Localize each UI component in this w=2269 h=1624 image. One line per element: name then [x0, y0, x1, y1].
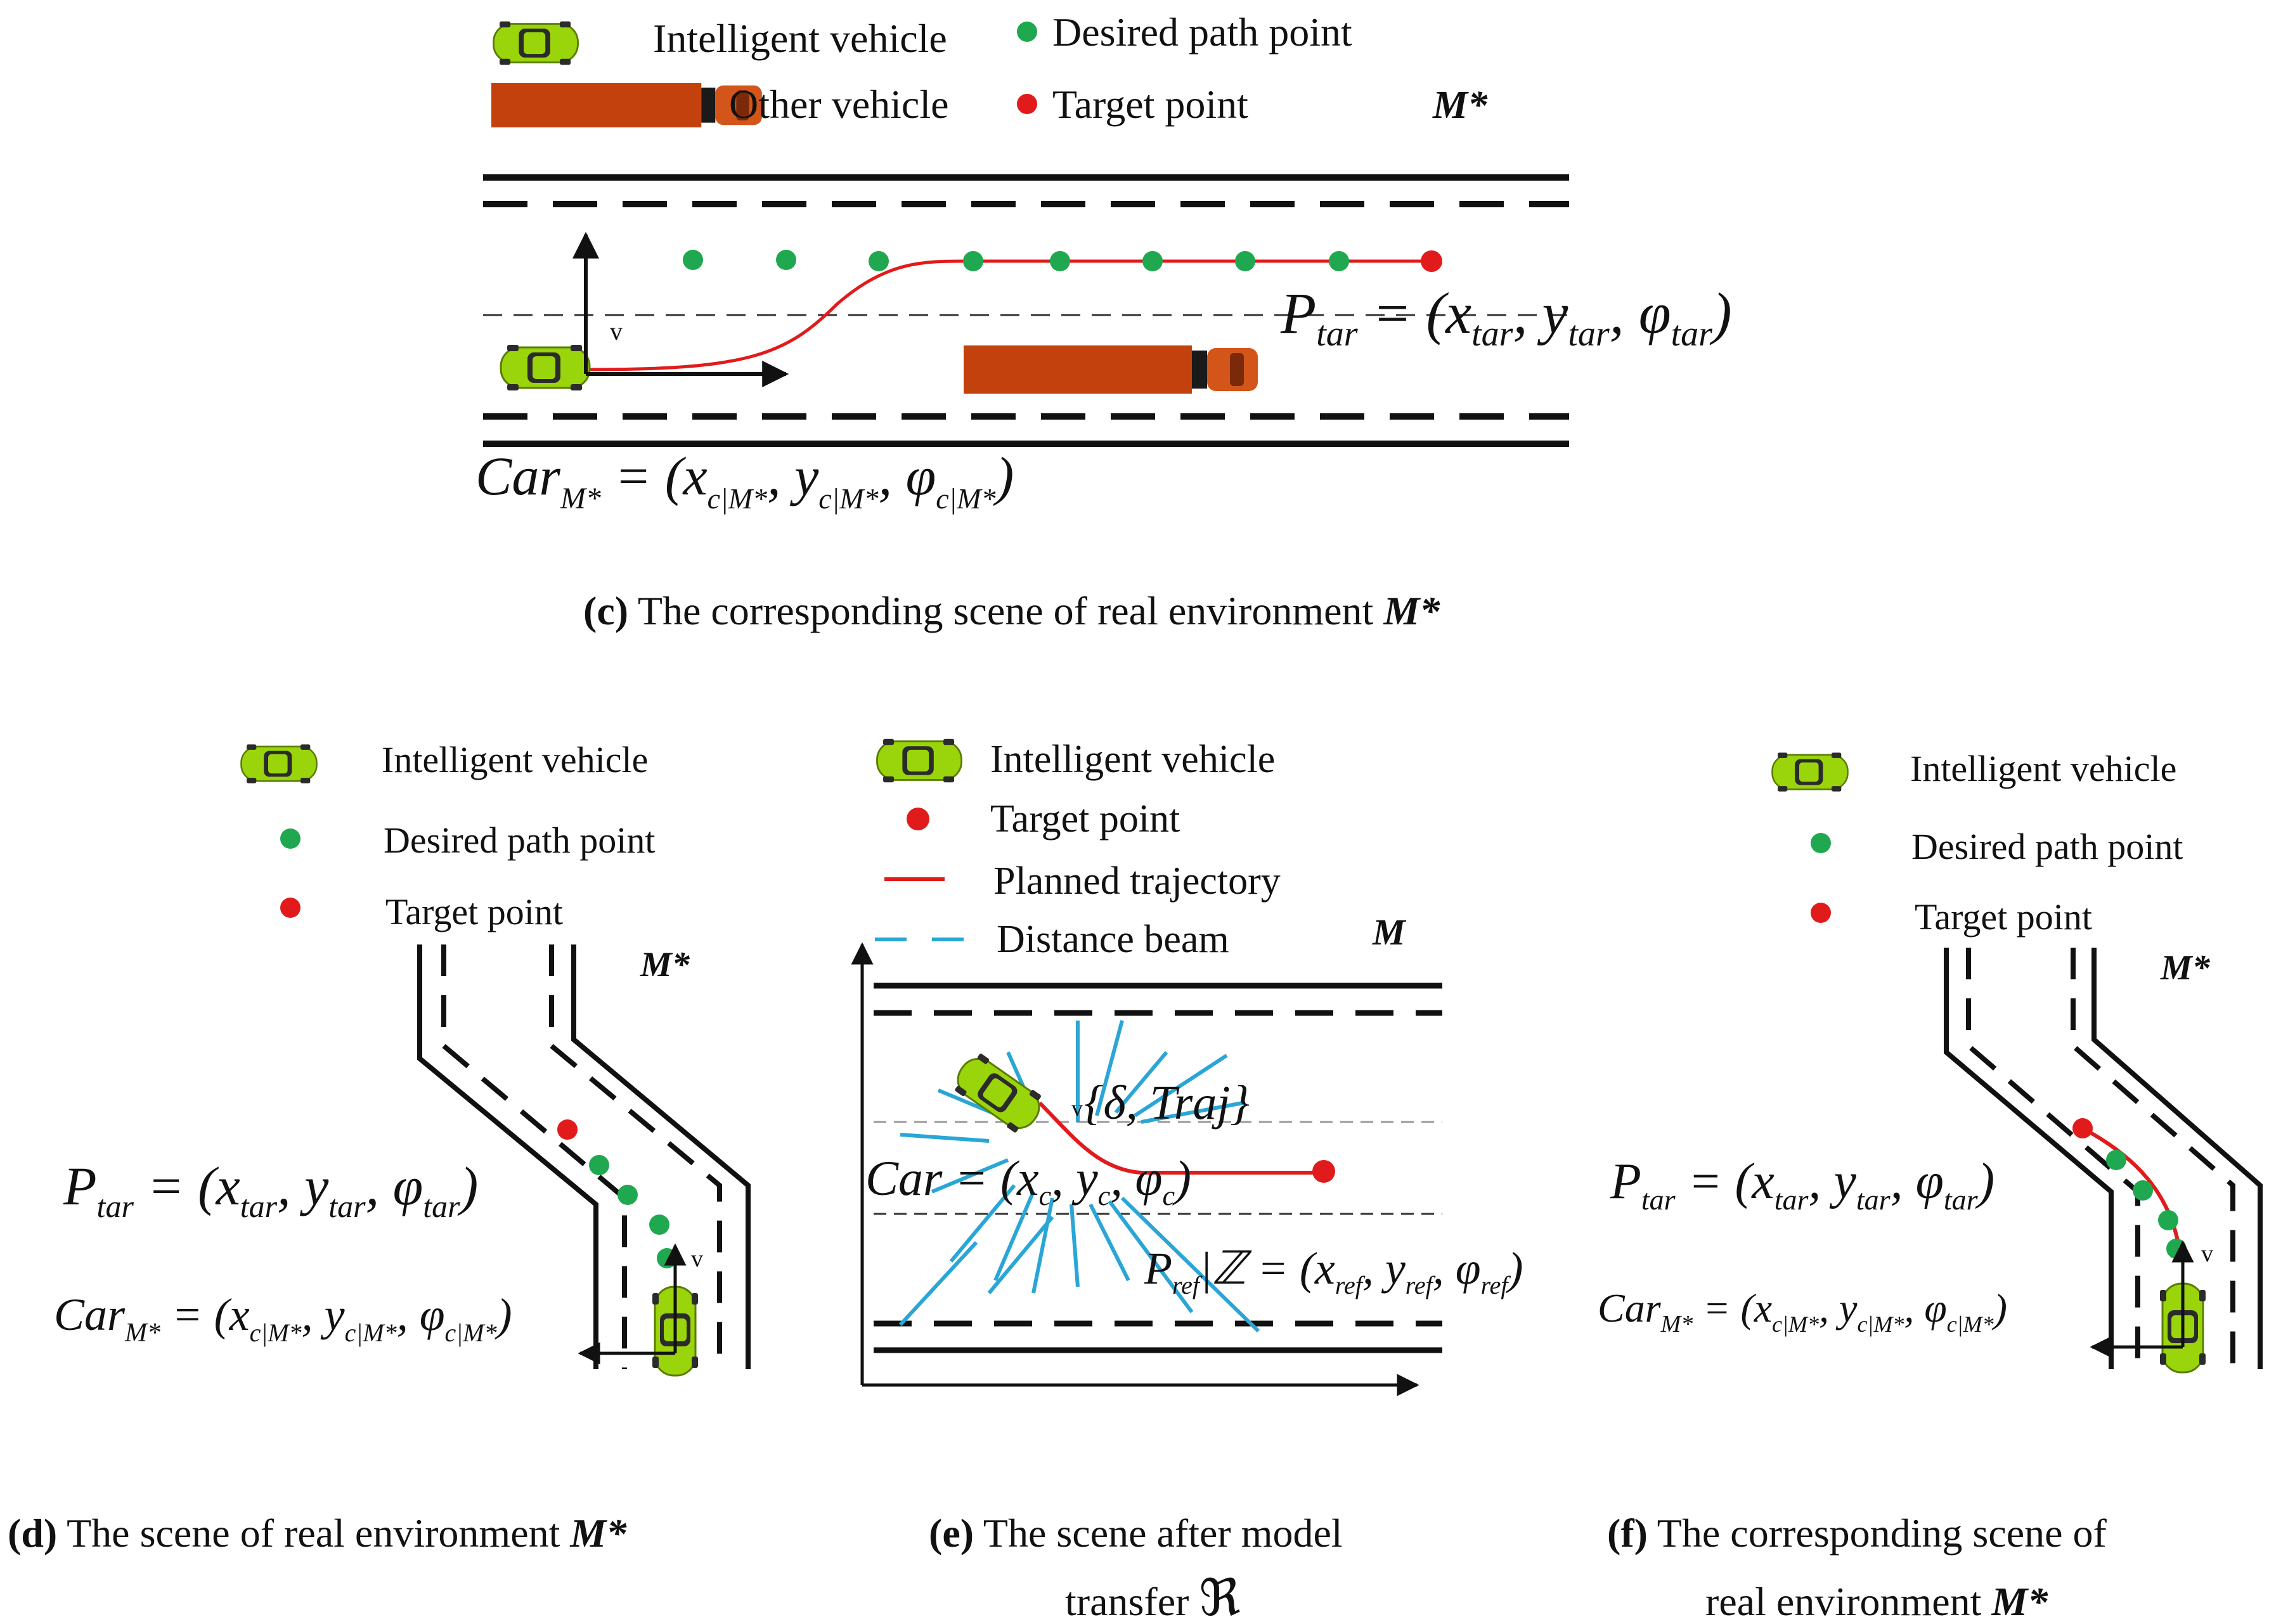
target-point	[2072, 1118, 2093, 1138]
action-label: {δ, Traj}	[1084, 1076, 1250, 1130]
legend-intelligent-vehicle: Intelligent vehicle	[653, 16, 947, 61]
legend-target-point: Target point	[385, 891, 563, 932]
p-tar-equation: Ptar = (xtar, ytar, φtar)	[63, 1156, 478, 1224]
desired-path-point-icon	[280, 828, 301, 849]
environment-label: M*	[2160, 948, 2211, 988]
legend-desired-path-point: Desired path point	[384, 820, 655, 861]
svg-text:CarM* = (xc|M*, yc|M*, φc|M*): CarM* = (xc|M*, yc|M*, φc|M*)	[1598, 1286, 2007, 1337]
environment-label: M*	[1432, 84, 1488, 127]
other-vehicle	[964, 345, 1258, 394]
svg-text:Ptar = (xtar, ytar, φtar): Ptar = (xtar, ytar, φtar)	[63, 1156, 478, 1224]
caption-e-line1: (e) The scene after model	[929, 1511, 1343, 1556]
planned-trajectory	[2081, 1126, 2183, 1262]
svg-text:Car = (xc, yc, φc): Car = (xc, yc, φc)	[865, 1150, 1191, 1211]
environment-label: M	[1372, 912, 1407, 953]
legend-distance-beam: Distance beam	[997, 918, 1229, 961]
panel-e-legend: Intelligent vehicle Target point Planned…	[875, 738, 1407, 961]
desired-path-points	[2106, 1150, 2187, 1259]
panel-f-legend: Intelligent vehicle Desired path point T…	[1771, 748, 2211, 988]
legend-desired-path-point: Desired path point	[1911, 826, 2183, 867]
target-point	[1312, 1160, 1335, 1183]
desired-path-points	[589, 1155, 677, 1268]
panel-f-road	[1944, 948, 2263, 1369]
car-equation: Car = (xc, yc, φc)	[865, 1150, 1191, 1211]
environment-label: M*	[640, 945, 690, 984]
intelligent-vehicle	[500, 344, 591, 392]
car-m-star-equation: CarM* = (xc|M*, yc|M*, φc|M*)	[54, 1289, 512, 1348]
intelligent-vehicle	[948, 1048, 1049, 1139]
legend-target-point: Target point	[990, 797, 1180, 841]
p-tar-equation: Ptar = (xtar, ytar, φtar)	[1610, 1154, 1994, 1216]
intelligent-vehicle-icon	[876, 738, 962, 783]
legend-intelligent-vehicle: Intelligent vehicle	[382, 739, 648, 780]
caption-c: (c) The corresponding scene of real envi…	[583, 588, 1440, 633]
legend-intelligent-vehicle: Intelligent vehicle	[990, 738, 1275, 781]
svg-text:Ptar = (xtar, ytar, φtar): Ptar = (xtar, ytar, φtar)	[1280, 281, 1732, 354]
panel-d-legend: Intelligent vehicle Desired path point T…	[240, 739, 690, 984]
desired-path-points	[683, 250, 1349, 271]
intelligent-vehicle-icon	[1771, 752, 1849, 792]
intelligent-vehicle-icon	[493, 20, 579, 66]
svg-text:CarM* = (xc|M*, yc|M*, φc|M*): CarM* = (xc|M*, yc|M*, φc|M*)	[475, 446, 1014, 515]
panel-d-road	[417, 944, 751, 1369]
velocity-label: v	[2201, 1241, 2213, 1267]
car-m-star-equation: CarM* = (xc|M*, yc|M*, φc|M*)	[1598, 1286, 2007, 1337]
svg-text:Pref|ℤ = (xref, yref, φref): Pref|ℤ = (xref, yref, φref)	[1144, 1243, 1523, 1299]
desired-path-point-icon	[1811, 833, 1831, 853]
panel-c-legend: Intelligent vehicle Desired path point O…	[491, 10, 1488, 127]
distance-beams	[898, 1020, 1260, 1333]
legend-target-point: Target point	[1052, 82, 1248, 127]
other-vehicle-icon	[491, 83, 762, 127]
velocity-label: v	[691, 1246, 703, 1272]
velocity-label: v	[1071, 1095, 1083, 1121]
p-tar-equation: Ptar = (xtar, ytar, φtar)	[1280, 281, 1732, 354]
car-m-star-equation: CarM* = (xc|M*, yc|M*, φc|M*)	[475, 446, 1014, 515]
target-point-icon	[1811, 903, 1831, 923]
panel-f: Intelligent vehicle Desired path point T…	[1598, 748, 2263, 1624]
target-point-icon	[1017, 94, 1037, 114]
legend-desired-path-point: Desired path point	[1052, 10, 1352, 55]
panel-d: Intelligent vehicle Desired path point T…	[8, 739, 751, 1556]
svg-text:Ptar = (xtar, ytar, φtar): Ptar = (xtar, ytar, φtar)	[1610, 1154, 1994, 1216]
panel-e-road	[874, 983, 1442, 1353]
legend-planned-trajectory: Planned trajectory	[993, 860, 1281, 903]
legend-intelligent-vehicle: Intelligent vehicle	[1910, 748, 2176, 789]
panel-e: Intelligent vehicle Target point Planned…	[851, 738, 1523, 1624]
velocity-label: v	[610, 317, 623, 345]
caption-e-line2: transfer ℜ	[1065, 1571, 1241, 1624]
p-ref-equation: Pref|ℤ = (xref, yref, φref)	[1144, 1243, 1523, 1299]
panel-c-road	[483, 174, 1569, 447]
caption-f-line2: real environment M*	[1705, 1579, 2048, 1624]
planned-trajectory	[589, 259, 1432, 371]
planned-trajectory	[1038, 1101, 1324, 1175]
intelligent-vehicle-icon	[240, 744, 318, 784]
legend-target-point: Target point	[1915, 896, 2092, 938]
target-point-icon	[280, 898, 301, 918]
caption-f-line1: (f) The corresponding scene of	[1607, 1511, 2107, 1556]
desired-path-point-icon	[1017, 22, 1037, 42]
legend-other-vehicle: Other vehicle	[729, 82, 949, 127]
target-point-icon	[907, 808, 929, 830]
target-point	[1421, 250, 1442, 272]
target-point	[557, 1119, 578, 1140]
panel-c: Intelligent vehicle Desired path point O…	[475, 10, 1732, 633]
caption-d: (d) The scene of real environment M*	[8, 1511, 627, 1556]
svg-text:CarM* = (xc|M*, yc|M*, φc|M*): CarM* = (xc|M*, yc|M*, φc|M*)	[54, 1289, 512, 1348]
